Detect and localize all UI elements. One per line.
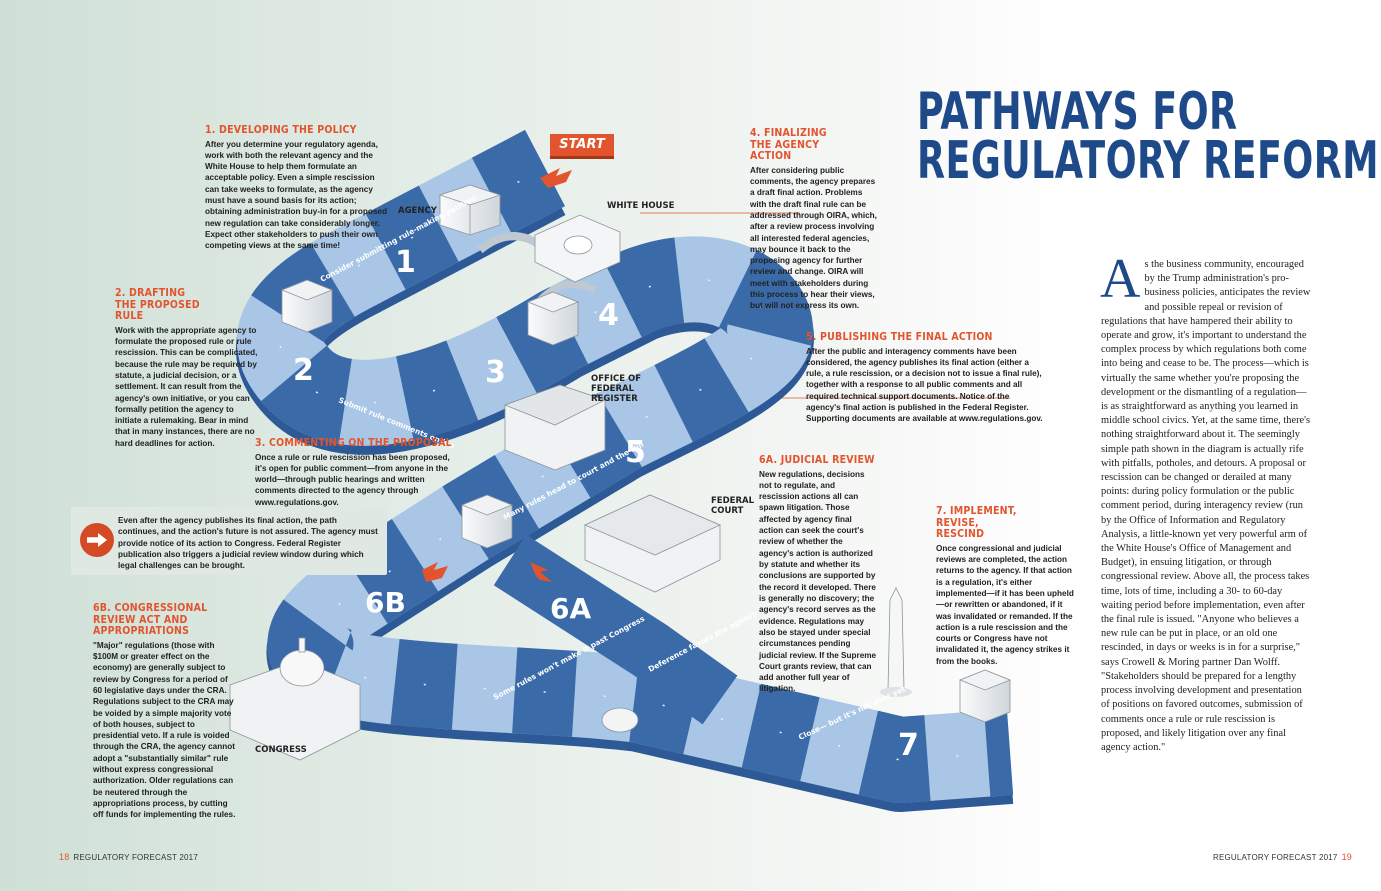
page-title-line-2: REGULATORY REFORM (917, 131, 1379, 191)
tile-number-3: 3 (485, 355, 506, 390)
step-2: 2. DRAFTING THE PROPOSED RULE Work with … (115, 287, 260, 449)
step-6b: 6B. CONGRESSIONAL REVIEW ACT AND APPROPR… (93, 602, 238, 821)
step-6a-body: New regulations, decisions not to regula… (759, 469, 877, 694)
step-1-body: After you determine your regulatory agen… (205, 139, 387, 251)
note-text: Even after the agency publishes its fina… (118, 516, 378, 571)
footer-right-label: REGULATORY FORECAST 2017 (1213, 853, 1338, 862)
place-white-house: WHITE HOUSE (607, 201, 675, 211)
tile-number-4: 4 (598, 298, 619, 333)
step-4-body: After considering public comments, the a… (750, 165, 877, 311)
step-3: 3. COMMENTING ON THE PROPOSAL Once a rul… (255, 437, 460, 508)
6b-arrow-icon (422, 562, 448, 582)
step-1: 1. DEVELOPING THE POLICY After you deter… (205, 124, 387, 252)
step-4: 4. FINALIZING THE AGENCY ACTION After co… (750, 127, 880, 312)
step-2-body: Work with the appropriate agency to form… (115, 325, 258, 448)
capitol-icon (229, 637, 361, 761)
place-federal-register: OFFICE OF FEDERAL REGISTER (591, 374, 642, 405)
footer-left-label: REGULATORY FORECAST 2017 (73, 853, 198, 862)
step-6b-title: 6B. CONGRESSIONAL REVIEW ACT AND APPROPR… (93, 602, 208, 638)
step-2-title: 2. DRAFTING THE PROPOSED RULE (115, 287, 200, 323)
article-body: A s the business community, encouraged b… (1100, 248, 1311, 755)
federal-court-icon (584, 494, 721, 593)
step-1-title: 1. DEVELOPING THE POLICY (205, 124, 357, 136)
page-title: PATHWAYS FOR REGULATORY REFORM (917, 82, 1379, 191)
step-7-body: Once congressional and judicial reviews … (936, 543, 1074, 666)
step-7-title: 7. IMPLEMENT, REVISE, RESCIND (936, 505, 1017, 541)
washington-monument-icon (880, 587, 912, 697)
page-title-line-1: PATHWAYS FOR (917, 82, 1238, 142)
tile-number-5: 5 (625, 435, 646, 470)
place-agency: AGENCY (398, 206, 437, 216)
federal-register-icon (503, 384, 607, 471)
tile-number-6a: 6A (550, 592, 591, 625)
step-6a: 6A. JUDICIAL REVIEW New regulations, dec… (759, 454, 877, 695)
drop-cap: A (1100, 248, 1141, 310)
tile-number-2: 2 (293, 353, 314, 388)
arrow-right-icon (80, 523, 114, 557)
step-5-title: 5. PUBLISHING THE FINAL ACTION (806, 331, 993, 343)
step-3-body: Once a rule or rule rescission has been … (255, 452, 450, 507)
step-6b-body: "Major" regulations (those with $100M or… (93, 640, 236, 820)
step-5-body: After the public and interagency comment… (806, 346, 1043, 424)
white-house-icon (534, 214, 621, 283)
step-5: 5. PUBLISHING THE FINAL ACTION After the… (806, 331, 1046, 425)
start-arrow-icon (540, 168, 572, 188)
6a-arrow-icon (530, 562, 552, 582)
note-box: Even after the agency publishes its fina… (71, 507, 387, 575)
step-7: 7. IMPLEMENT, REVISE, RESCIND Once congr… (936, 505, 1076, 667)
tile-number-1: 1 (395, 245, 416, 280)
tile-number-7: 7 (898, 728, 919, 763)
agency-building-icon (438, 184, 502, 236)
footer-right-page: 19 (1341, 852, 1352, 862)
place-congress: CONGRESS (255, 745, 307, 755)
step-6a-title: 6A. JUDICIAL REVIEW (759, 454, 875, 466)
step-4-title: 4. FINALIZING THE AGENCY ACTION (750, 127, 827, 163)
tile-number-6b: 6B (365, 586, 406, 619)
footer-left-page: 18 (59, 852, 70, 862)
step-3-title: 3. COMMENTING ON THE PROPOSAL (255, 437, 452, 449)
place-federal-court: FEDERAL COURT (711, 496, 755, 517)
article-text: s the business community, encouraged by … (1101, 259, 1311, 753)
start-badge: START (550, 134, 614, 156)
